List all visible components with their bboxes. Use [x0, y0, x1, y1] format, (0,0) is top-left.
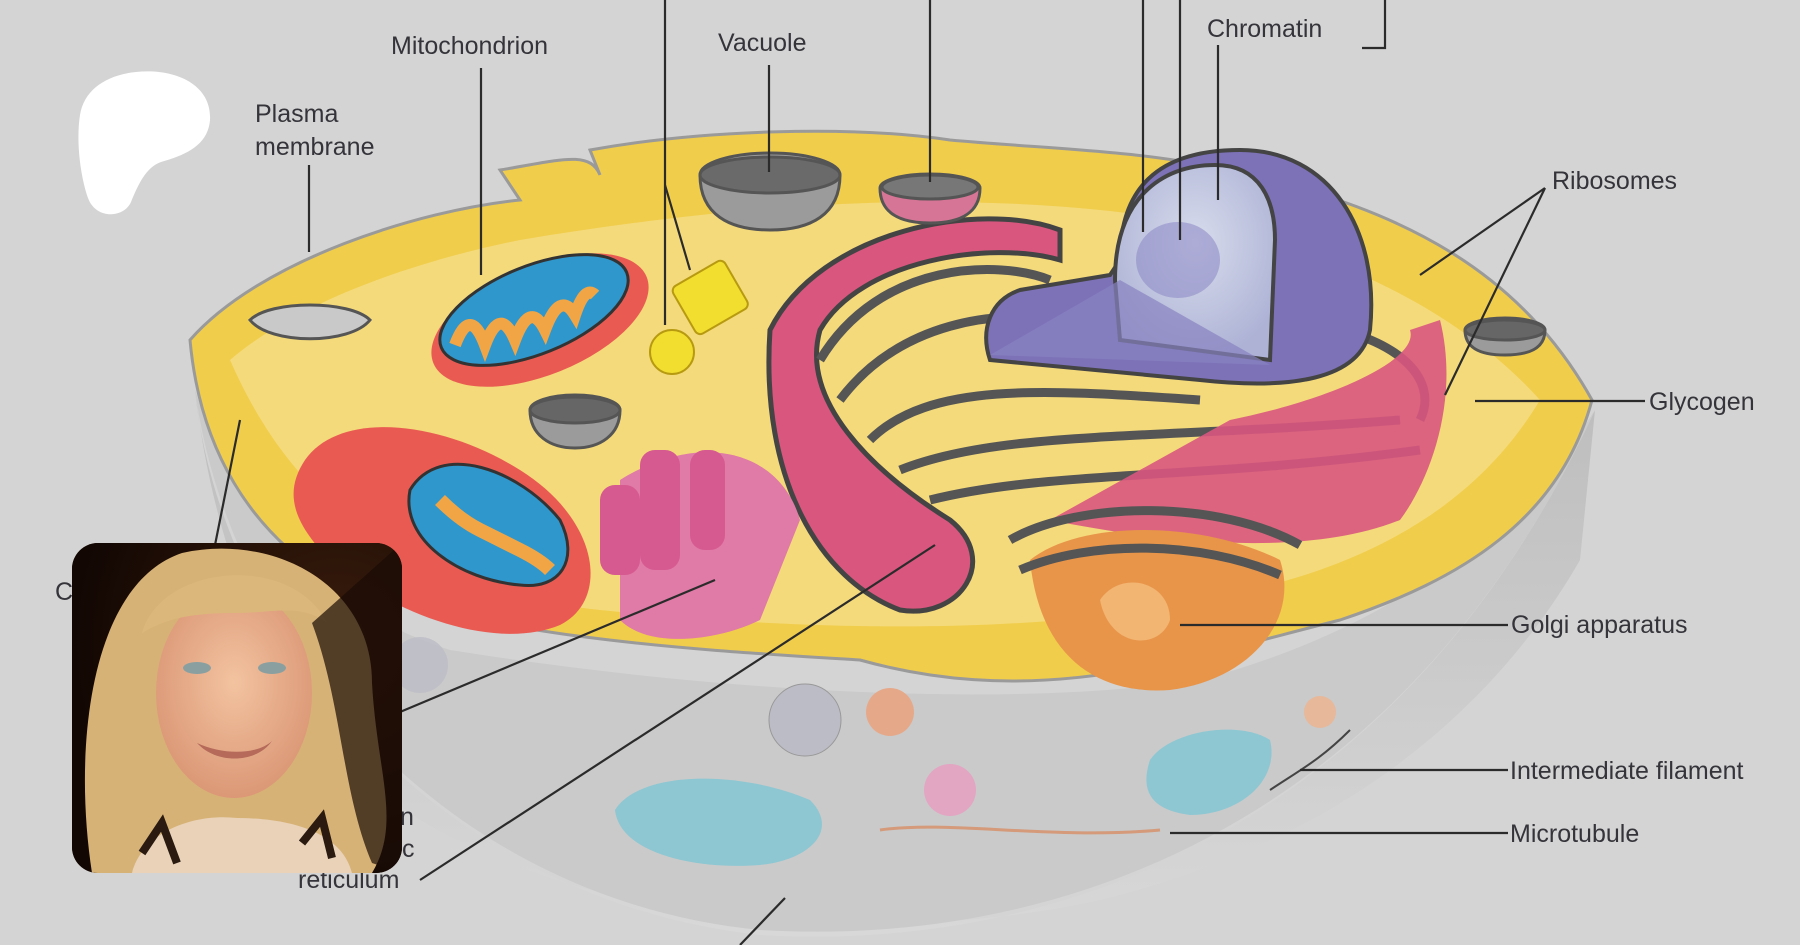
- cytoskeleton-inclusions: [392, 637, 1351, 866]
- app-logo-icon: [78, 71, 211, 215]
- label-plasma: Plasma: [255, 100, 338, 128]
- label-golgi-apparatus: Golgi apparatus: [1511, 611, 1688, 639]
- participant-camera-feed-icon: [72, 543, 402, 873]
- label-mitochondrion: Mitochondrion: [391, 32, 548, 60]
- label-partial-n: n: [400, 803, 414, 831]
- participant-video-tile[interactable]: [72, 543, 402, 873]
- label-intermediate-filament: Intermediate filament: [1510, 757, 1744, 785]
- vacuoles: [247, 151, 1547, 450]
- nucleus: [984, 147, 1374, 386]
- label-microtubule: Microtubule: [1510, 820, 1639, 848]
- label-glycogen: Glycogen: [1649, 388, 1755, 416]
- endoplasmic-reticulum: [600, 216, 1447, 639]
- leader-lines: [213, 0, 1645, 945]
- centrioles: [649, 259, 749, 375]
- label-partial-c: C: [55, 578, 73, 606]
- label-vacuole: Vacuole: [718, 29, 807, 57]
- label-partial-c2: c: [402, 835, 415, 863]
- label-membrane: membrane: [255, 133, 375, 161]
- golgi-apparatus: [1007, 506, 1303, 691]
- label-ribosomes: Ribosomes: [1552, 167, 1677, 195]
- mitochondrion-1: [431, 253, 649, 387]
- label-chromatin: Chromatin: [1207, 15, 1322, 43]
